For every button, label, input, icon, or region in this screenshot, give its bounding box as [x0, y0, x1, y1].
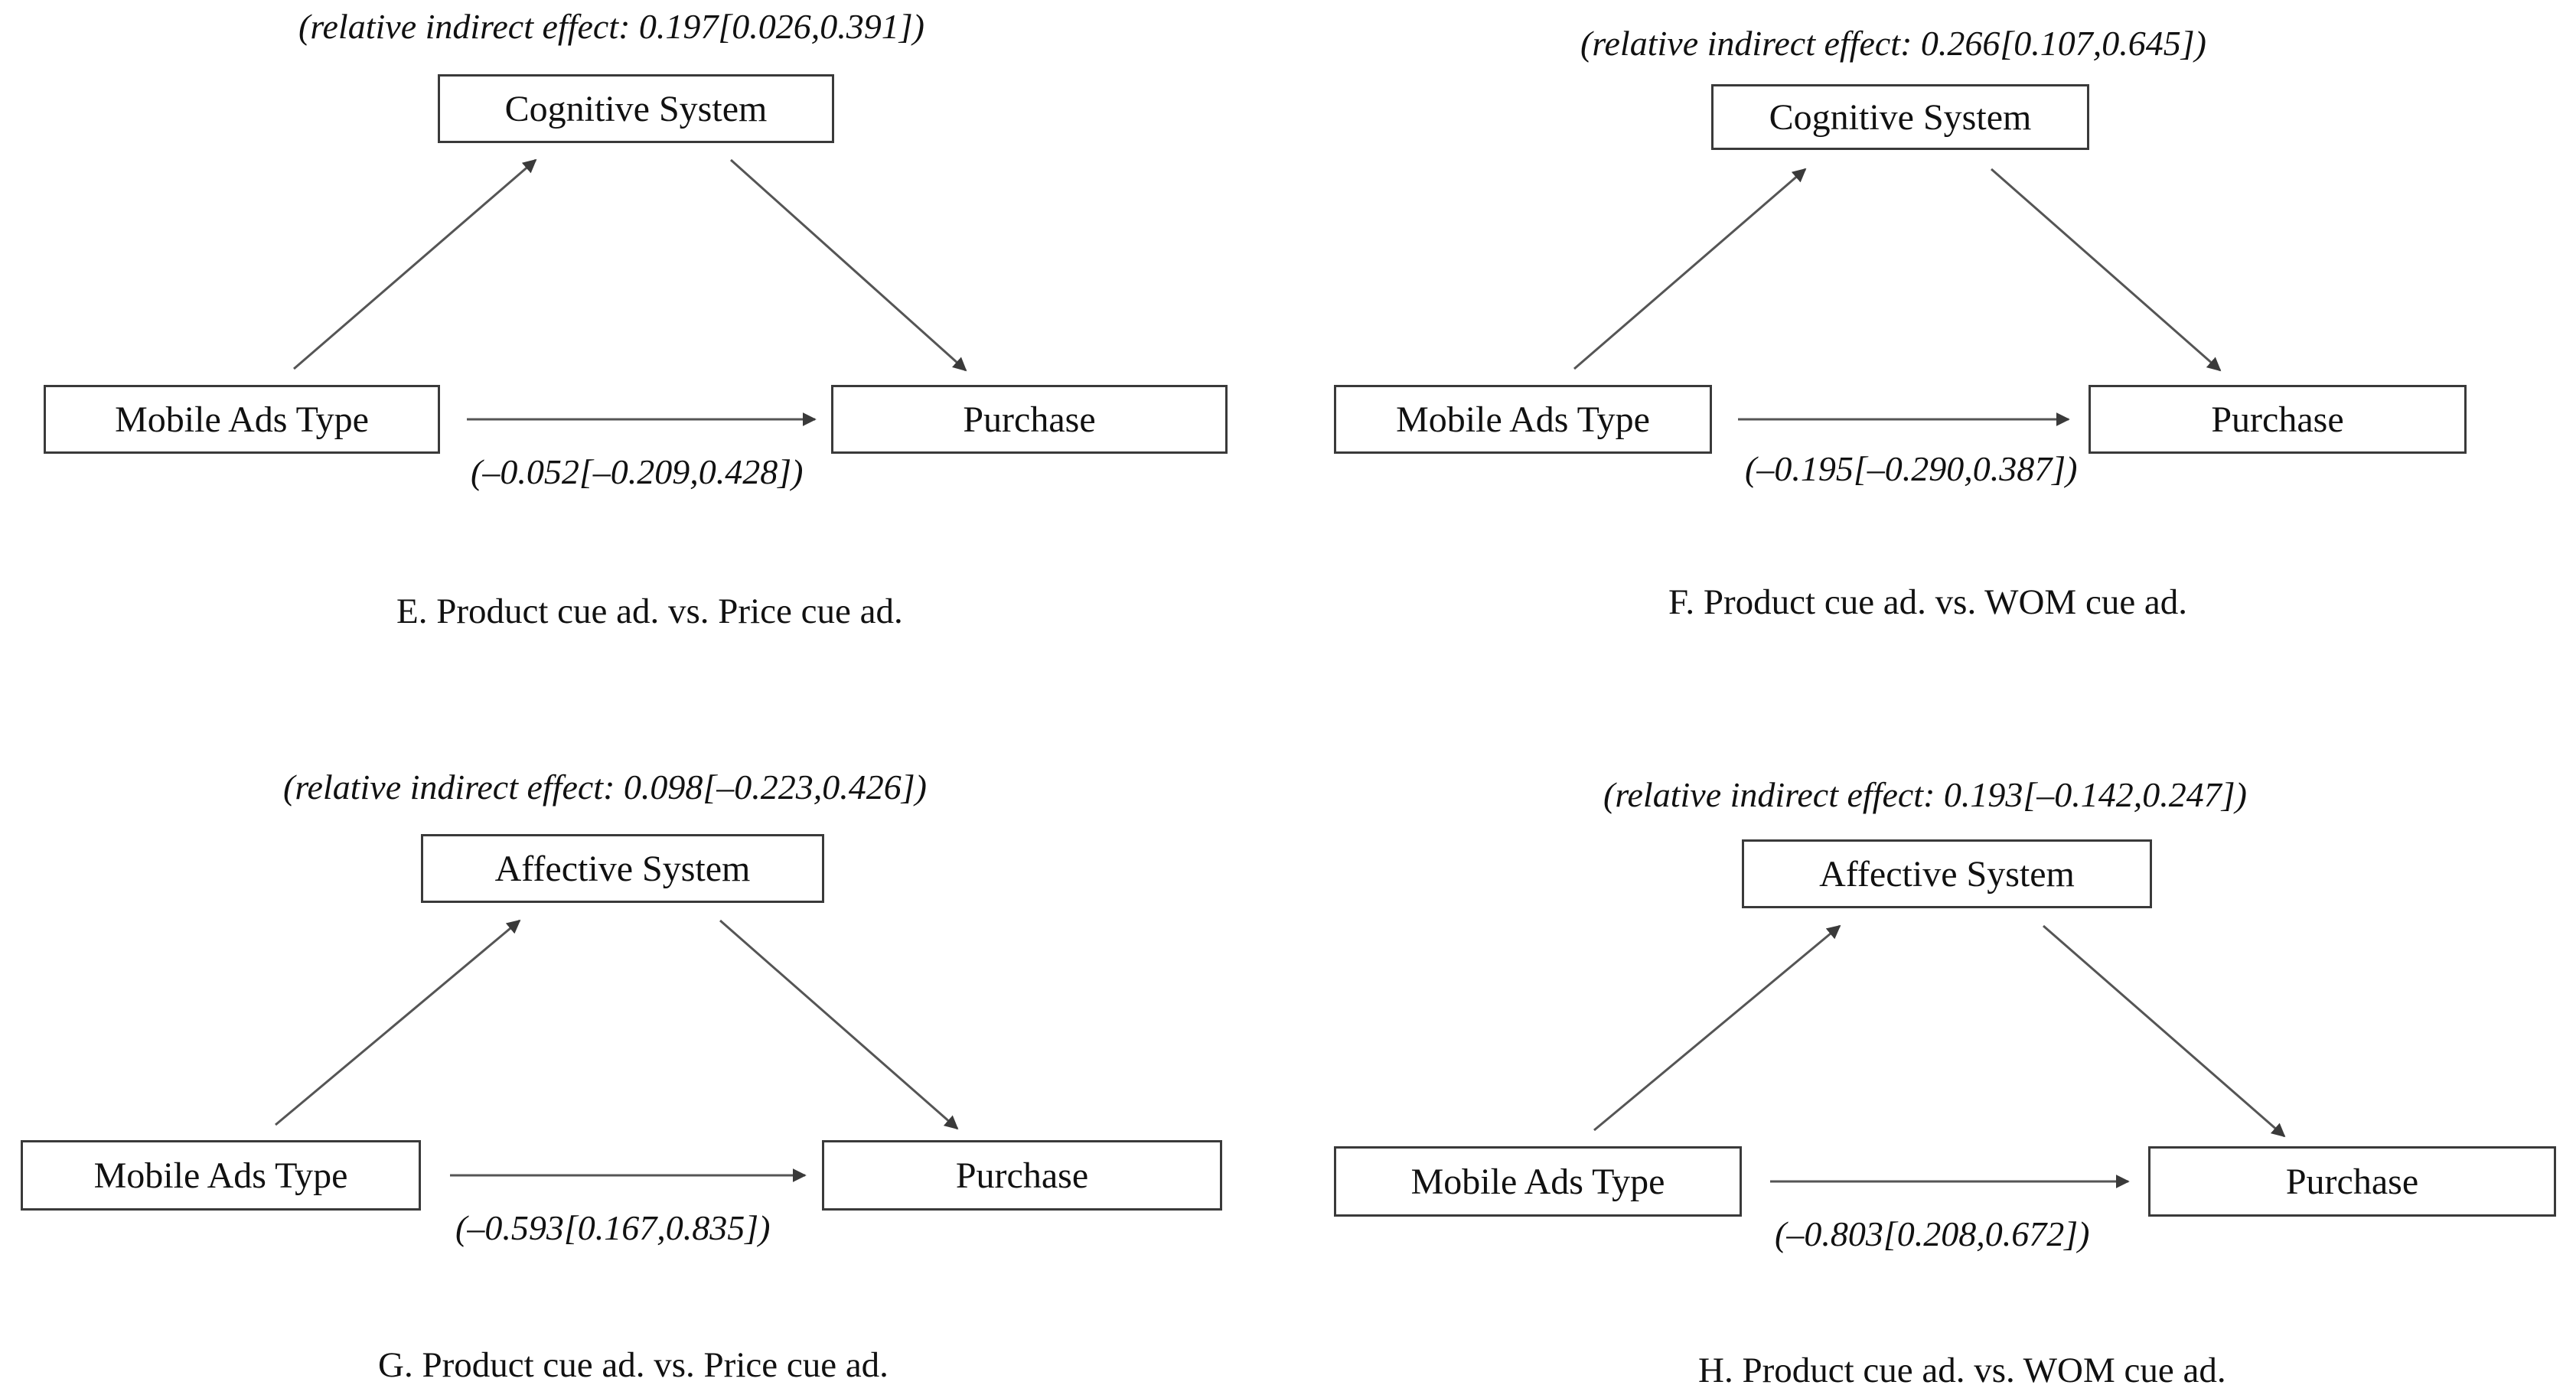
diagram-h-arrows	[1593, 924, 2286, 1188]
direct-effect-label: (–0.593[0.167,0.835])	[455, 1208, 771, 1247]
direct-effect-label: (–0.052[–0.209,0.428])	[471, 452, 804, 491]
indirect-effect-label: (relative indirect effect: 0.266[0.107,0…	[1580, 24, 2207, 63]
diagram-caption: G. Product cue ad. vs. Price cue ad.	[378, 1345, 889, 1385]
path-a-arrow	[1593, 924, 1841, 1132]
diagram-caption: F. Product cue ad. vs. WOM cue ad.	[1668, 582, 2188, 622]
mediator-box: Cognitive System	[1711, 84, 2089, 150]
predictor-box: Mobile Ads Type	[1334, 1146, 1742, 1217]
mediator-box: Cognitive System	[438, 74, 834, 143]
diagram-caption: H. Product cue ad. vs. WOM cue ad.	[1698, 1351, 2226, 1390]
diagram-g-arrows	[275, 919, 959, 1182]
direct-effect-label: (–0.803[0.208,0.672])	[1775, 1214, 2090, 1253]
predictor-box: Mobile Ads Type	[1334, 385, 1712, 454]
diagram-f: (relative indirect effect: 0.266[0.107,0…	[1288, 0, 2576, 699]
path-b-arrow	[1991, 168, 2222, 372]
indirect-effect-label: (relative indirect effect: 0.098[–0.223,…	[283, 767, 928, 807]
diagram-caption: E. Product cue ad. vs. Price cue ad.	[396, 591, 903, 631]
outcome-box: Purchase	[2089, 385, 2467, 454]
path-b-arrow	[719, 919, 959, 1130]
path-b-arrow	[729, 158, 967, 372]
mediator-box: Affective System	[1742, 839, 2152, 908]
outcome-box: Purchase	[822, 1140, 1222, 1211]
mediator-box: Affective System	[421, 834, 824, 903]
diagram-e-arrows	[293, 158, 967, 426]
diagram-g: (relative indirect effect: 0.098[–0.223,…	[0, 699, 1288, 1398]
indirect-effect-label: (relative indirect effect: 0.197[0.026,0…	[298, 7, 925, 46]
predictor-box: Mobile Ads Type	[44, 385, 440, 454]
path-b-arrow	[2043, 924, 2286, 1138]
indirect-effect-label: (relative indirect effect: 0.193[–0.142,…	[1603, 775, 2248, 814]
outcome-box: Purchase	[831, 385, 1228, 454]
direct-effect-label: (–0.195[–0.290,0.387])	[1745, 449, 2078, 488]
diagram-e: (relative indirect effect: 0.197[0.026,0…	[0, 0, 1288, 699]
outcome-box: Purchase	[2148, 1146, 2556, 1217]
path-a-arrow	[293, 158, 537, 370]
predictor-box: Mobile Ads Type	[21, 1140, 421, 1211]
diagram-h: (relative indirect effect: 0.193[–0.142,…	[1288, 699, 2576, 1398]
diagram-f-arrows	[1573, 168, 2222, 426]
path-a-arrow	[275, 919, 521, 1126]
path-a-arrow	[1573, 168, 1807, 370]
